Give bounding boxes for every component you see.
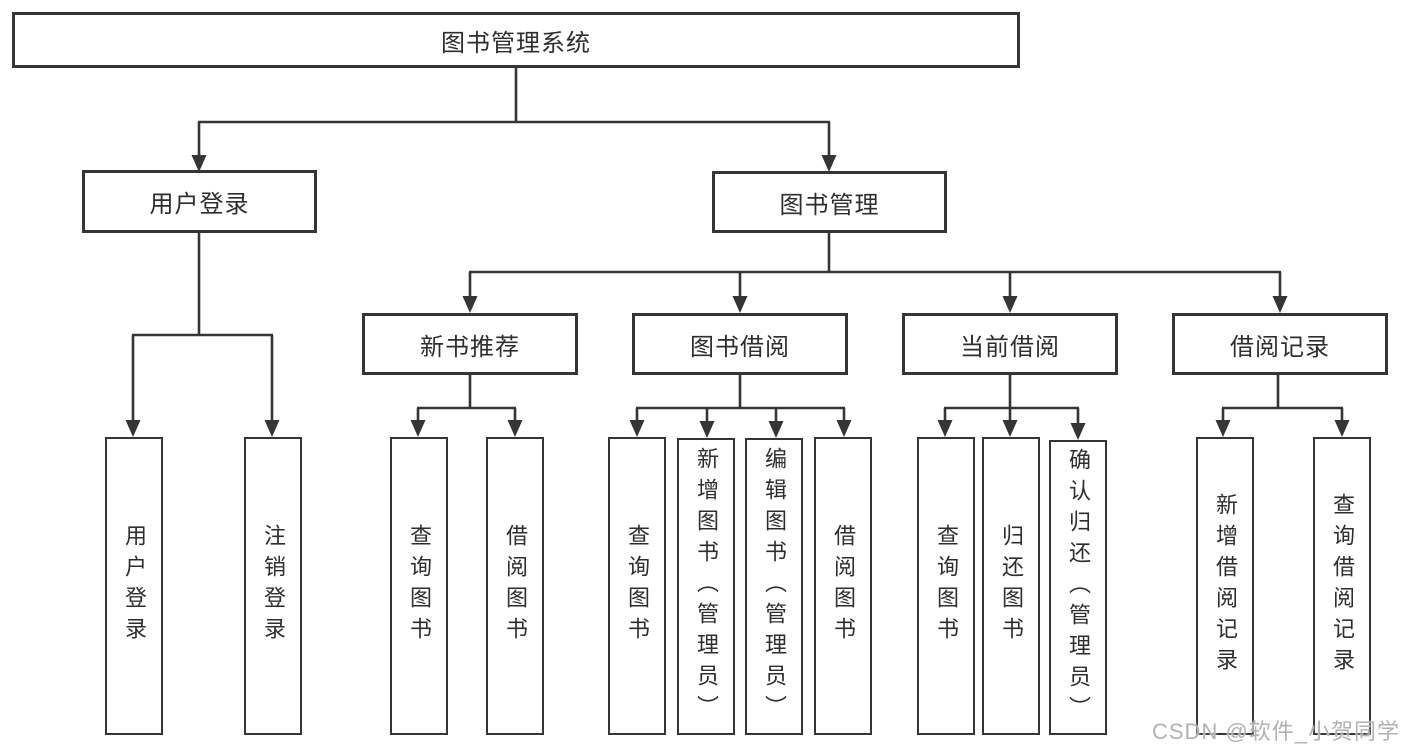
node-borrowing-records: 借阅记录 [1172, 313, 1388, 375]
leaf-query-books-borrowing: 查询图书 [608, 437, 666, 735]
leaf-borrow-books-recommend: 借阅图书 [486, 437, 544, 735]
leaf-query-books-current: 查询图书 [917, 437, 975, 735]
node-book-management-branch: 图书管理 [712, 171, 947, 233]
leaf-query-books-recommend: 查询图书 [390, 437, 448, 735]
leaf-confirm-return-admin: 确认归还（管理员） [1049, 440, 1107, 735]
leaf-add-book-admin: 新增图书（管理员） [677, 438, 735, 735]
leaf-query-borrow-record: 查询借阅记录 [1313, 437, 1371, 735]
leaf-add-borrow-record: 新增借阅记录 [1196, 437, 1254, 735]
node-current-borrowing: 当前借阅 [902, 313, 1118, 375]
node-new-book-recommendation: 新书推荐 [362, 313, 578, 375]
leaf-user-login: 用户登录 [105, 437, 163, 735]
leaf-return-books: 归还图书 [982, 437, 1040, 735]
leaf-borrow-books: 借阅图书 [814, 437, 872, 735]
node-root-library-system: 图书管理系统 [12, 12, 1020, 68]
node-user-login-branch: 用户登录 [82, 170, 317, 233]
leaf-edit-book-admin: 编辑图书（管理员） [745, 438, 803, 735]
leaf-logout: 注销登录 [244, 437, 302, 735]
csdn-watermark: CSDN @软件_小贺同学 [1152, 719, 1401, 744]
node-book-borrowing: 图书借阅 [632, 313, 848, 375]
